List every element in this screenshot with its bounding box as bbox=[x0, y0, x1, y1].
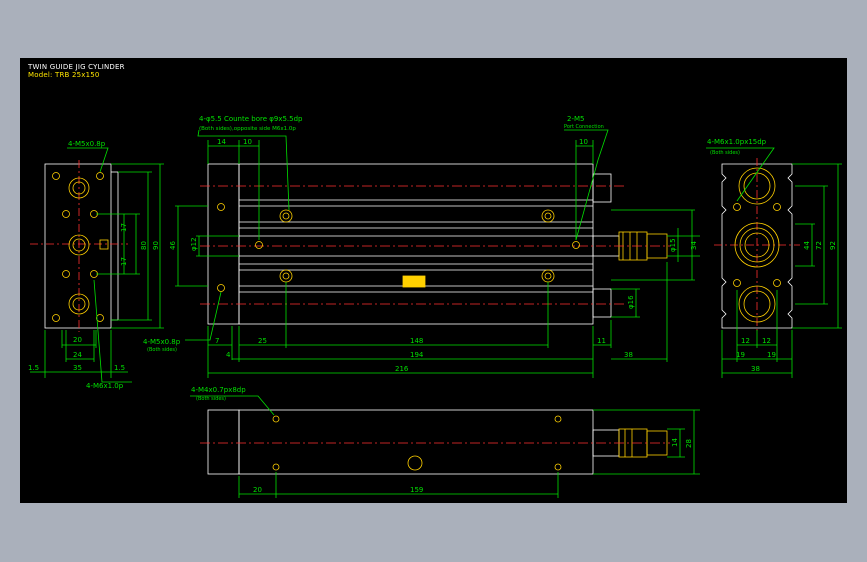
dim-right-19a: 19 bbox=[736, 351, 745, 359]
main-end-plate bbox=[207, 163, 240, 325]
right-bore-middle bbox=[734, 222, 780, 268]
dim-main-46: 46 bbox=[169, 241, 177, 250]
note-bottom-tap-sub: (Both sides) bbox=[196, 396, 226, 402]
cad-drawing-area bbox=[20, 58, 847, 503]
dim-right-12a: 12 bbox=[741, 337, 750, 345]
note-port-sub: Port Connection bbox=[564, 124, 604, 130]
note-front-tap: 4-M5x0.8p bbox=[143, 338, 181, 346]
note-front-tap-sub: (Both sides) bbox=[147, 347, 177, 353]
dim-main-34: 34 bbox=[690, 241, 698, 250]
main-front-view bbox=[175, 129, 700, 378]
drawing-title: TWIN GUIDE JIG CYLINDER bbox=[28, 63, 125, 71]
note-left-tap: 4-M5x0.8p bbox=[68, 140, 106, 148]
dim-left-35: 35 bbox=[73, 364, 82, 372]
note-left-tap2: 4-M6x1.0p bbox=[86, 382, 124, 390]
dim-left-24: 24 bbox=[73, 351, 82, 359]
right-bore-top bbox=[738, 167, 776, 205]
dim-main-10a: 10 bbox=[243, 138, 252, 146]
bottom-body bbox=[238, 409, 594, 475]
brand-plate bbox=[402, 275, 426, 288]
bottom-end-plate bbox=[207, 409, 240, 475]
dim-main-10b: 10 bbox=[579, 138, 588, 146]
note-bottom-tap: 4-M4x0.7px8dp bbox=[191, 386, 246, 394]
right-bore-bottom bbox=[738, 285, 776, 323]
dim-right-44: 44 bbox=[803, 241, 811, 250]
dim-main-38: 38 bbox=[624, 351, 633, 359]
dim-main-25: 25 bbox=[258, 337, 267, 345]
dim-bottom-28: 28 bbox=[685, 439, 693, 448]
dim-left-20: 20 bbox=[73, 336, 82, 344]
dim-main-phi16: φ16 bbox=[627, 295, 635, 309]
left-side-view bbox=[30, 147, 164, 383]
dim-right-72: 72 bbox=[815, 241, 823, 250]
note-right-tap: 4-M6x1.0px15dp bbox=[707, 138, 767, 146]
dim-main-phi12: φ12 bbox=[190, 237, 198, 251]
dim-right-38: 38 bbox=[751, 365, 760, 373]
dim-left-1-5a: 1.5 bbox=[28, 364, 39, 372]
dim-main-4: 4 bbox=[226, 351, 231, 359]
dim-main-14: 14 bbox=[217, 138, 226, 146]
guide-rod-top bbox=[592, 173, 612, 203]
right-side-view bbox=[706, 147, 842, 378]
note-right-tap-sub: (Both sides) bbox=[710, 150, 740, 156]
note-counter-bore: 4-φ5.5 Counte bore φ9x5.5dp bbox=[199, 115, 303, 123]
dim-left-17a: 17 bbox=[120, 223, 128, 232]
dim-left-1-5b: 1.5 bbox=[114, 364, 125, 372]
left-port-hole-middle bbox=[68, 234, 90, 256]
dim-right-19b: 19 bbox=[767, 351, 776, 359]
dim-left-90: 90 bbox=[152, 241, 160, 250]
bottom-view bbox=[190, 395, 700, 498]
dim-main-194: 194 bbox=[410, 351, 424, 359]
dim-left-80: 80 bbox=[140, 241, 148, 250]
model-label: Model: TRB 25x150 bbox=[28, 71, 100, 79]
dim-main-7: 7 bbox=[215, 337, 219, 345]
dim-main-216: 216 bbox=[395, 365, 409, 373]
dim-main-phi15: φ15 bbox=[669, 238, 677, 252]
left-body-outline bbox=[44, 163, 112, 329]
dim-main-11: 11 bbox=[597, 337, 606, 345]
dim-left-17b: 17 bbox=[120, 257, 128, 266]
dim-right-92: 92 bbox=[829, 241, 837, 250]
note-counter-bore-sub: (Both sides),opposite side M6x1.0p bbox=[199, 126, 296, 132]
note-port: 2-M5 bbox=[567, 115, 584, 123]
dim-bottom-159: 159 bbox=[410, 486, 423, 494]
dim-right-12b: 12 bbox=[762, 337, 771, 345]
dim-bottom-14: 14 bbox=[671, 438, 679, 447]
left-port-hole-bottom bbox=[68, 293, 90, 315]
main-body bbox=[238, 163, 594, 325]
dim-bottom-20: 20 bbox=[253, 486, 262, 494]
dim-main-148: 148 bbox=[410, 337, 423, 345]
left-port-hole-top bbox=[68, 177, 90, 199]
guide-rod-bottom bbox=[592, 288, 612, 318]
